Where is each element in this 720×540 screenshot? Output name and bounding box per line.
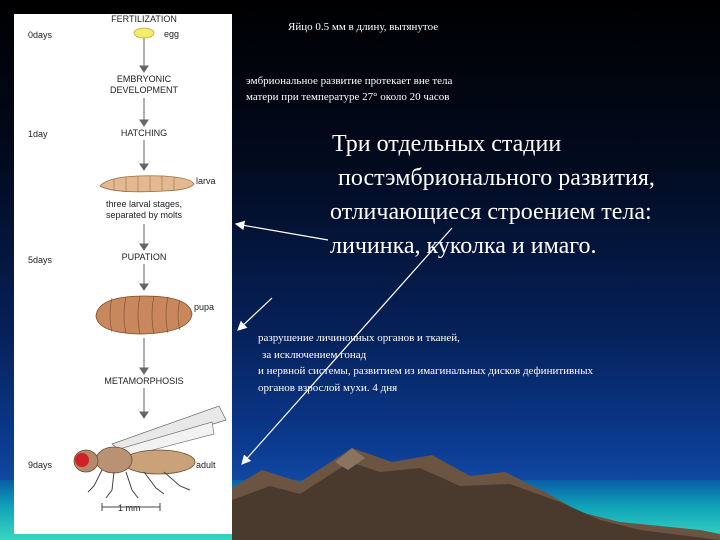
day-label-9: 9days: [28, 460, 53, 470]
egg-shape: [133, 27, 155, 39]
main-text-line-1: Три отдельных стадии: [332, 131, 562, 157]
day-label-0: 0days: [28, 30, 53, 40]
stage-fertilization: FERTILIZATION: [111, 14, 177, 24]
main-text-line-2: постэмбрионального развития,: [338, 165, 655, 191]
larva-label: larva: [196, 176, 216, 186]
pupa-label: pupa: [194, 302, 215, 312]
egg-annotation: Яйцо 0.5 мм в длину, вытянутое: [288, 21, 439, 33]
metamorphosis-annotation-line-1: разрушение личиночных органов и тканей,: [258, 332, 460, 344]
stage-embryonic: EMBRYONIC: [116, 74, 172, 84]
stage-metamorphosis: METAMORPHOSIS: [104, 376, 184, 386]
scale-bar: [101, 503, 161, 511]
metamorphosis-annotation-line-4: органов взрослой мухи. 4 дня: [258, 382, 398, 394]
embryo-annotation-line-1: эмбриональное развитие протекает вне тел…: [246, 75, 453, 87]
life-cycle-diagram: 0days 1day 5days 9days FERTILIZATION EMB…: [14, 14, 232, 534]
day-label-1: 1day: [28, 129, 48, 139]
larva-shape: [99, 175, 195, 193]
larval-stages-note: three larval stages,: [105, 199, 183, 209]
day-label-5: 5days: [28, 255, 53, 265]
scale-label: 1 mm: [118, 503, 141, 513]
pupa-shape: [95, 295, 193, 335]
stage-pupation: PUPATION: [121, 252, 167, 262]
main-text-line-3: отличающиеся строением тела:: [330, 199, 652, 225]
adult-fly-shape: [73, 405, 227, 499]
metamorphosis-annotation-line-2: за исключением гонад: [262, 349, 367, 361]
arrow-to-metamorphosis: [237, 297, 273, 331]
adult-label: adult: [196, 460, 216, 470]
embryo-annotation-line-2: матери при температуре 27° около 20 часо…: [246, 91, 450, 103]
egg-label: egg: [164, 29, 180, 39]
arrow-to-larval-stages: [234, 220, 329, 241]
main-text-line-4: личинка, куколка и имаго.: [330, 233, 597, 259]
molts-note: separated by molts: [105, 210, 183, 220]
stage-hatching: HATCHING: [120, 128, 168, 138]
arrow-to-adult: [241, 227, 453, 465]
stage-development: DEVELOPMENT: [109, 85, 178, 95]
metamorphosis-annotation-line-3: и нервной системы, развитием из имагинал…: [258, 365, 594, 377]
